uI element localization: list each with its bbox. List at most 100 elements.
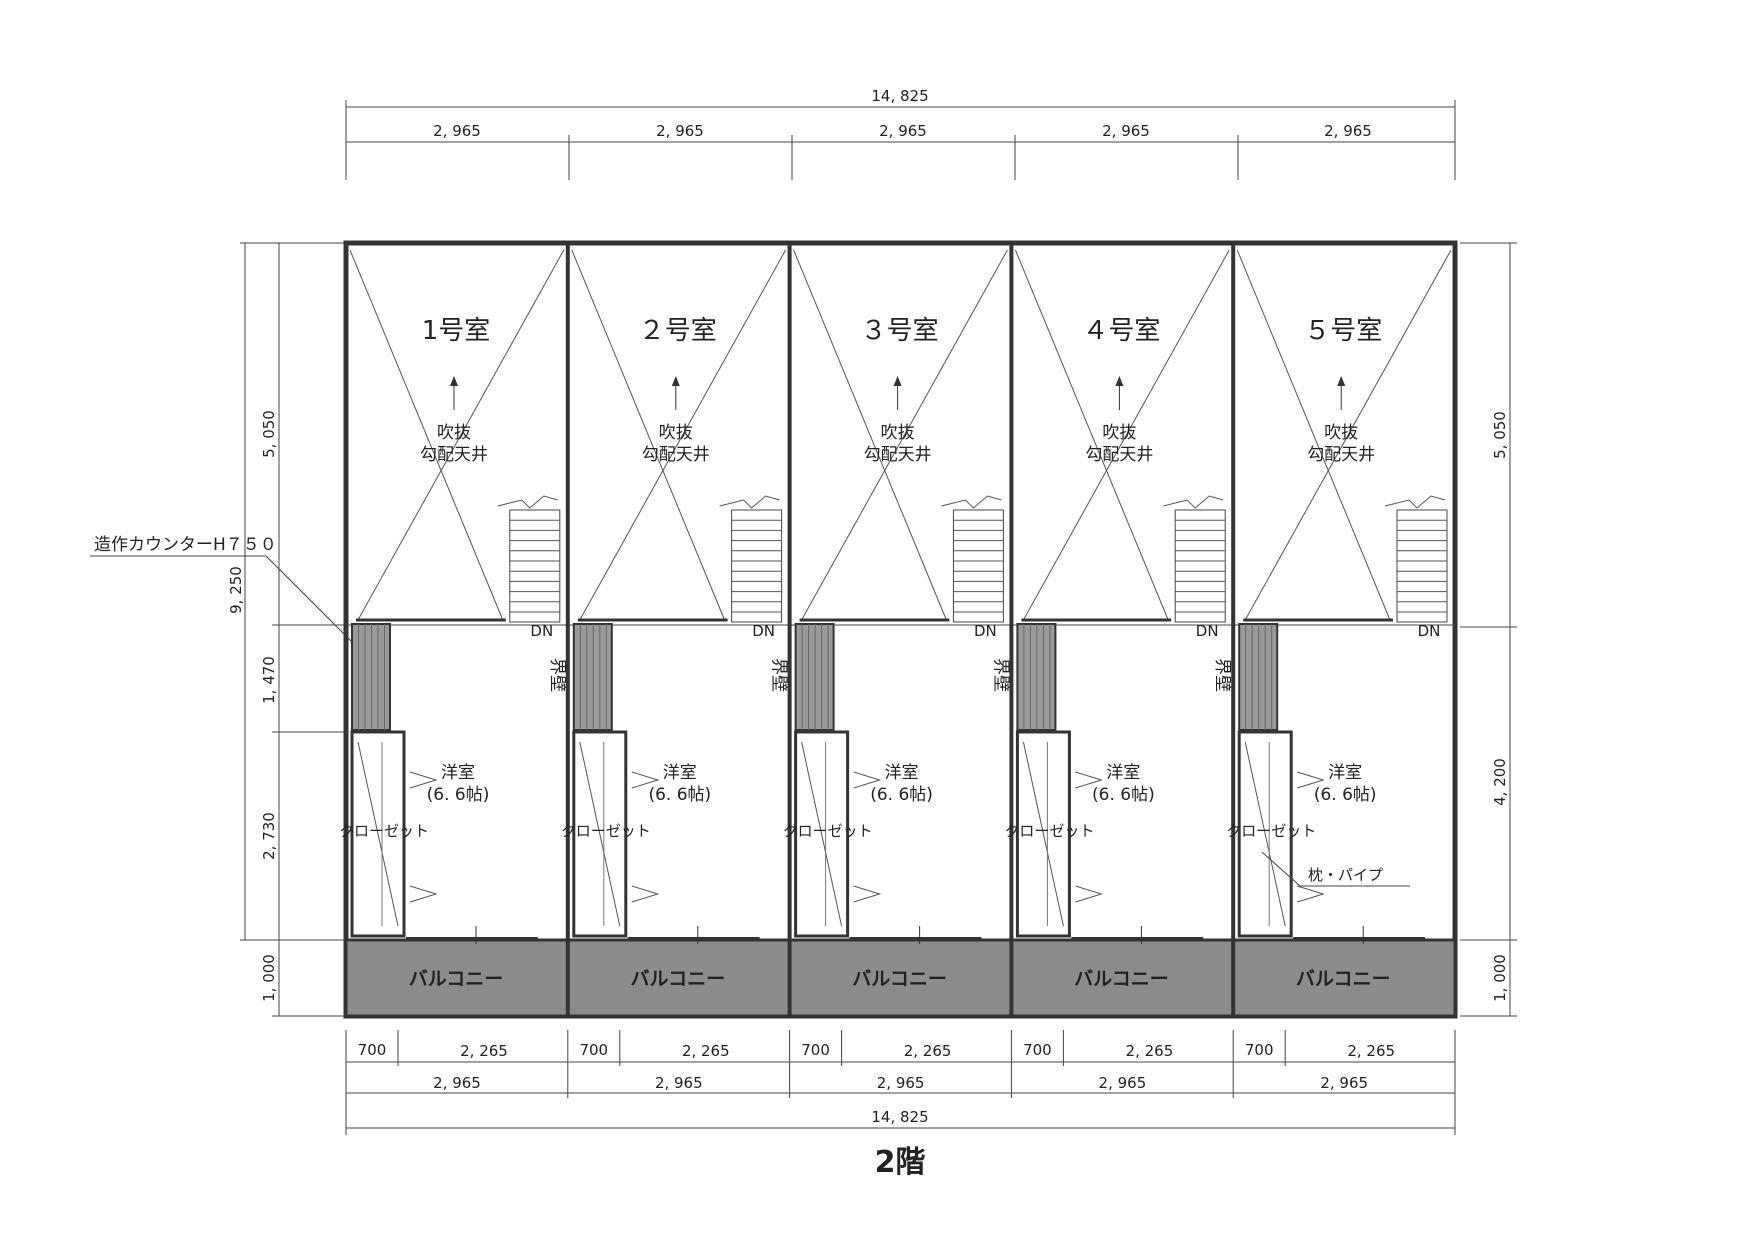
ceiling-label: 勾配天井: [1085, 445, 1153, 465]
balcony-label: バルコニー: [409, 968, 504, 990]
balcony-label: バルコニー: [852, 968, 947, 990]
top-total-dimension: 14, 825: [871, 87, 928, 105]
stairs-down-label: DN: [974, 622, 997, 640]
ceiling-label: 勾配天井: [420, 445, 488, 465]
bottom-dim-room: 2, 265: [1126, 1042, 1174, 1060]
bottom-total-dimension: 14, 825: [871, 1108, 928, 1126]
closet-diagonal: [357, 741, 399, 927]
top-dimension-2: 2, 965: [656, 122, 704, 140]
closet-door-swing: [853, 885, 882, 903]
bottom-dim-closet: 700: [1023, 1041, 1052, 1059]
stairs-down-label: DN: [1196, 622, 1219, 640]
void-diagonal: [357, 249, 565, 621]
counter-annotation: 造作カウンターH７５０: [94, 535, 277, 555]
void-label: 吹抜: [881, 423, 915, 443]
arrowhead-icon: [671, 376, 680, 386]
stairs: [1174, 509, 1226, 623]
unit-name: ５号室: [1304, 316, 1382, 346]
party-wall-label: 界壁: [769, 658, 789, 692]
closet-door-swing: [631, 771, 660, 789]
unit-name: ４号室: [1082, 316, 1160, 346]
stairs-down-label: DN: [752, 622, 775, 640]
room-label: 洋室: [441, 763, 475, 783]
balcony-strip: [344, 938, 1457, 1018]
closet-label: クローゼット: [339, 822, 429, 840]
unit-name: 1号室: [422, 316, 491, 346]
top-dimension-4: 2, 965: [1102, 122, 1150, 140]
bottom-dim-unit: 2, 965: [877, 1074, 925, 1092]
top-dimension-1: 2, 965: [433, 122, 481, 140]
balcony-label: バルコニー: [1074, 968, 1169, 990]
room-label: 洋室: [1328, 763, 1362, 783]
top-dimension-5: 2, 965: [1324, 122, 1372, 140]
party-wall-label: 界壁: [1212, 658, 1232, 692]
void-diagonal: [349, 249, 504, 621]
void-diagonal: [1236, 249, 1391, 621]
bottom-dim-unit: 2, 965: [655, 1074, 703, 1092]
bottom-dim-closet: 700: [579, 1041, 608, 1059]
room-size-label: (6. 6帖): [427, 785, 490, 805]
room-size-label: (6. 6帖): [648, 785, 711, 805]
bottom-dim-room: 2, 265: [904, 1042, 952, 1060]
left-dimension-1: 5, 050: [260, 410, 278, 458]
stairs-down-label: DN: [1418, 622, 1441, 640]
void-diagonal: [571, 249, 726, 621]
closet-label: クローゼット: [1226, 822, 1316, 840]
void-diagonal: [1014, 249, 1169, 621]
closet-door-swing: [1297, 771, 1325, 789]
left-dimension-4: 1, 000: [260, 954, 278, 1002]
bottom-dim-unit: 2, 965: [1099, 1074, 1147, 1092]
closet-diagonal: [579, 741, 621, 927]
top-dimension-3: 2, 965: [879, 122, 927, 140]
closet-label: クローゼット: [783, 822, 873, 840]
closet-door-swing: [1075, 885, 1104, 903]
bottom-dimensions: [345, 1030, 1456, 1135]
shelf-pipe-leader: [1261, 851, 1301, 887]
closet: [794, 730, 850, 938]
unit-name: ３号室: [861, 316, 939, 346]
party-wall-label: 界壁: [547, 658, 567, 692]
right-dimension-1: 5, 050: [1491, 411, 1509, 459]
ceiling-label: 勾配天井: [864, 445, 932, 465]
closet-label: クローゼット: [1004, 822, 1094, 840]
void-diagonal: [793, 249, 947, 621]
top-dimensions: [345, 100, 1456, 180]
stair-break-line: [497, 495, 558, 509]
room-size-label: (6. 6帖): [870, 785, 933, 805]
bottom-dim-unit: 2, 965: [1320, 1074, 1368, 1092]
void-label: 吹抜: [1102, 423, 1136, 443]
closet-diagonal: [1022, 741, 1064, 927]
closet-door-swing: [1075, 771, 1104, 789]
stair-break-line: [1384, 495, 1446, 509]
counter-leader: [90, 555, 363, 653]
room-label: 洋室: [663, 763, 697, 783]
left-dimension-3: 2, 730: [260, 812, 278, 860]
void-label: 吹抜: [1324, 423, 1358, 443]
closet-diagonal: [1244, 741, 1286, 927]
arrowhead-icon: [1115, 376, 1124, 386]
stair-break-line: [941, 495, 1002, 509]
floor-label: 2階: [875, 1145, 926, 1180]
stair-break-line: [719, 495, 780, 509]
right-dimension-2: 4, 200: [1491, 758, 1509, 806]
arrowhead-icon: [893, 376, 902, 386]
room-size-label: (6. 6帖): [1314, 785, 1377, 805]
left-outer-dimension: 9, 250: [227, 566, 245, 614]
closet-door-swing: [409, 771, 438, 789]
left-dimension-2: 1, 470: [260, 656, 278, 704]
room-size-label: (6. 6帖): [1092, 785, 1155, 805]
closet-door-swing: [1297, 885, 1325, 903]
shelf-pipe-annotation: 枕・パイプ: [1308, 866, 1383, 884]
bottom-dim-room: 2, 265: [682, 1042, 730, 1060]
bottom-dim-unit: 2, 965: [433, 1074, 481, 1092]
room-label: 洋室: [1106, 763, 1140, 783]
stairs: [731, 509, 783, 623]
void-diagonal: [1022, 249, 1230, 621]
unit-name: ２号室: [639, 316, 717, 346]
